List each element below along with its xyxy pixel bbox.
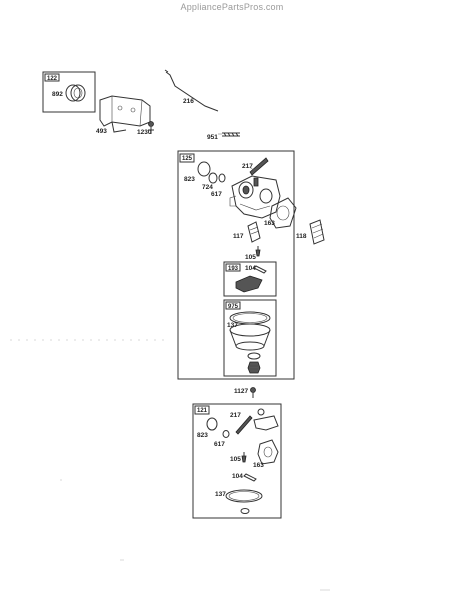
part-label-121-105[interactable]: 105: [230, 456, 241, 463]
group-193: 193 104: [223, 261, 277, 297]
part-kit-washer[interactable]: [240, 508, 250, 514]
part-bowl-nut[interactable]: [247, 361, 261, 374]
part-label-104[interactable]: 104: [245, 265, 256, 272]
part-label-823[interactable]: 823: [184, 176, 195, 183]
group-125-id: 125: [182, 156, 193, 162]
part-label-1230[interactable]: 1230: [137, 129, 152, 136]
part-needle-105[interactable]: [255, 246, 261, 257]
part-gasket-724[interactable]: [208, 172, 218, 184]
part-kit-seal-617[interactable]: [222, 430, 230, 438]
part-label-216[interactable]: 216: [183, 98, 194, 105]
part-label-118[interactable]: 118: [296, 233, 307, 240]
part-pin-104[interactable]: [253, 265, 267, 274]
group-121-tag-box: [194, 405, 210, 415]
part-float-bowl[interactable]: [229, 323, 271, 351]
group-975: 975 137: [223, 299, 277, 377]
part-jet-117[interactable]: [247, 221, 261, 243]
part-kit-gasket-163[interactable]: [257, 439, 279, 465]
group-125-tag-box: [179, 153, 195, 163]
part-label-121-217[interactable]: 217: [230, 412, 241, 419]
part-screw-1230[interactable]: [148, 121, 154, 135]
group-193-id: 193: [228, 266, 239, 272]
part-screw-1127[interactable]: [250, 387, 256, 399]
part-bracket-493[interactable]: [99, 95, 151, 133]
part-label-117[interactable]: 117: [233, 233, 244, 240]
part-bowl-washer[interactable]: [247, 352, 261, 360]
part-carburetor-body[interactable]: [229, 175, 281, 219]
part-choke-shaft-217[interactable]: [248, 157, 269, 176]
part-label-121-163[interactable]: 163: [253, 462, 264, 469]
part-kit-gasket-top[interactable]: [253, 408, 279, 431]
group-121: 121: [192, 403, 282, 519]
part-label-137[interactable]: 137: [227, 322, 238, 329]
part-label-617[interactable]: 617: [211, 191, 222, 198]
group-125-box: [177, 150, 295, 380]
part-label-217-top[interactable]: 217: [242, 163, 253, 170]
part-kit-seal-823[interactable]: [206, 417, 218, 431]
group-122: 122 892: [42, 71, 96, 113]
part-kit-bowl-gasket-137[interactable]: [225, 489, 263, 503]
scan-artifacts: [10, 339, 330, 591]
part-label-163[interactable]: 163: [264, 220, 275, 227]
part-spring-951[interactable]: [218, 132, 240, 137]
group-122-id: 122: [47, 76, 58, 82]
part-kit-needle-105[interactable]: [241, 452, 247, 463]
group-121-id: 121: [197, 408, 208, 414]
part-bowl-gasket[interactable]: [229, 311, 271, 325]
part-label-1127[interactable]: 1127: [234, 388, 248, 395]
part-label-892[interactable]: 892: [52, 91, 63, 98]
group-975-id: 975: [228, 304, 239, 310]
part-label-121-617[interactable]: 617: [214, 441, 225, 448]
part-kit-pin-104[interactable]: [243, 473, 257, 482]
part-label-105[interactable]: 105: [245, 254, 256, 261]
part-float-193[interactable]: [235, 275, 263, 293]
gasket-ring-icon[interactable]: [65, 84, 81, 102]
group-122-tag-box: [44, 73, 60, 82]
part-label-121-104[interactable]: 104: [232, 473, 243, 480]
part-seal-617[interactable]: [218, 173, 226, 183]
group-122-box: [42, 71, 96, 113]
part-label-121-137[interactable]: 137: [215, 491, 226, 498]
group-975-box: [223, 299, 277, 377]
part-label-493[interactable]: 493: [96, 128, 107, 135]
group-193-box: [223, 261, 277, 297]
part-seal-823[interactable]: [197, 161, 211, 177]
part-jet-118[interactable]: [309, 219, 325, 245]
part-label-724[interactable]: 724: [202, 184, 213, 191]
group-121-box: [192, 403, 282, 519]
part-kit-choke-shaft-217[interactable]: [235, 415, 253, 435]
group-125: 125: [177, 150, 295, 380]
group-975-tag-box: [225, 301, 241, 310]
part-gasket-163[interactable]: [269, 197, 297, 229]
group-193-tag-box: [225, 263, 241, 272]
part-label-121-823[interactable]: 823: [197, 432, 208, 439]
watermark-text: AppliancePartsPros.com: [180, 2, 284, 12]
part-link-216[interactable]: [164, 69, 219, 112]
part-label-951[interactable]: 951: [207, 134, 218, 141]
